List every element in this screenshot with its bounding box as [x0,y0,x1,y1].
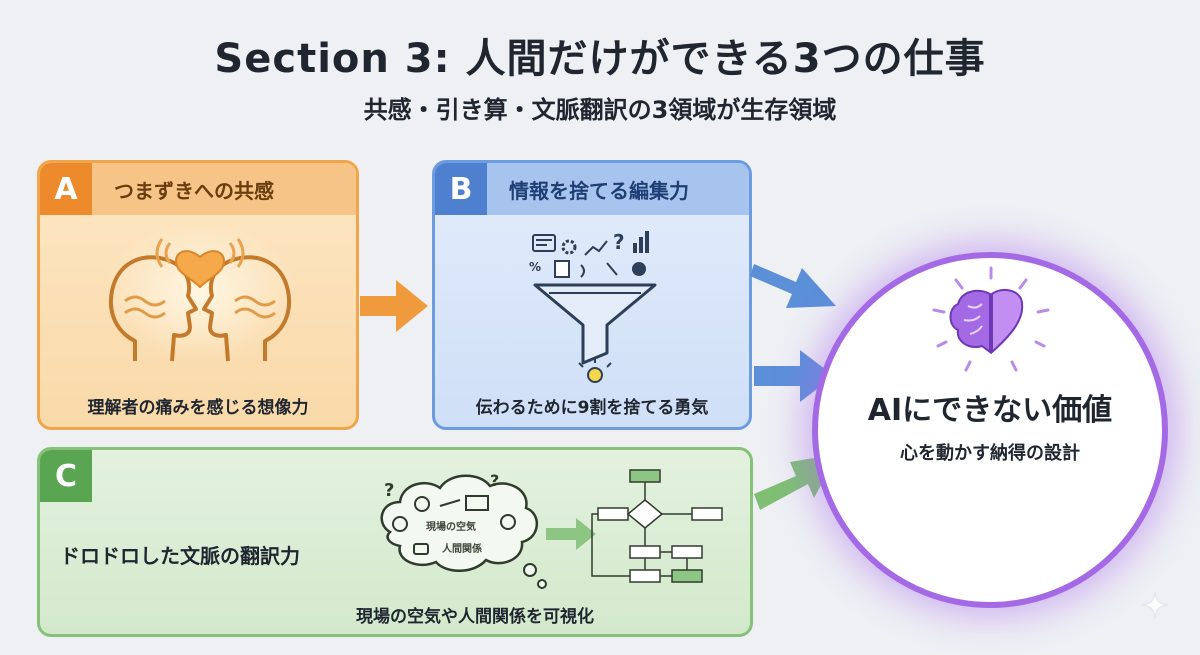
card-b-caption: 伝わるために9割を捨てる勇気 [475,398,709,418]
brain-heart-icon [932,266,1050,372]
arrow-b-to-result-upper [750,264,836,308]
svg-text:?: ? [613,230,625,254]
card-b-heading: 情報を捨てる編集力 [509,178,689,203]
card-c-heading: ドロドロした文脈の翻訳力 [60,544,300,568]
card-b-letter: B [435,163,487,215]
result-subtitle: 心を動かす納得の設計 [900,443,1080,464]
context-cloud-to-flowchart-icon: ? ? 現場の空気 人間関係 [380,469,723,589]
information-funnel-icon: ? % [529,230,657,383]
card-a-caption: 理解者の痛みを感じる想像力 [87,398,309,418]
sparkle-icon [1141,591,1169,619]
arrow-b-to-result-lower [754,350,834,402]
card-a-heading: つまずきへの共感 [114,178,274,203]
result-circle: AIにできない価値 心を動かす納得の設計 [812,252,1168,608]
svg-text:?: ? [384,480,394,501]
card-a-letter: A [40,163,92,215]
card-a-header: A つまずきへの共感 [40,163,356,215]
svg-text:?: ? [490,471,499,490]
page-subtitle: 共感・引き算・文脈翻訳の3領域が生存領域 [363,96,837,124]
arrow-a-to-b [360,280,428,332]
card-c-letter: C [40,450,92,502]
card-context: C ドロドロした文脈の翻訳力 ? ? 現場の空気 人間関係 現場の空気や人間関係… [37,447,753,637]
cloud-text-relationships: 人間関係 [442,542,482,555]
cloud-text-atmosphere: 現場の空気 [426,520,476,533]
card-b-header: B 情報を捨てる編集力 [435,163,749,215]
card-empathy: A つまずきへの共感 理解者の痛みを感じる想像力 [37,160,359,430]
page-title: Section 3: 人間だけができる3つの仕事 [214,36,986,82]
result-title: AIにできない価値 [867,393,1113,428]
svg-text:%: % [529,260,541,274]
empathy-heads-heart-icon [105,221,295,362]
card-editing: B 情報を捨てる編集力 ? % 伝わるために9割を捨てる勇気 [432,160,752,430]
card-c-caption: 現場の空気や人間関係を可視化 [356,607,594,627]
